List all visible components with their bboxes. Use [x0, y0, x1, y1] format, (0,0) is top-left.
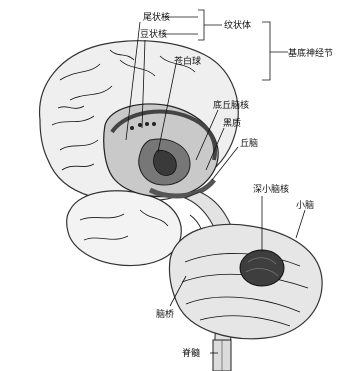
spinal-cord — [213, 340, 231, 371]
label-substantia-nigra: 黑质 — [223, 117, 241, 129]
label-spinal-cord: 脊髓 — [182, 347, 200, 359]
temporal-lobe — [67, 191, 182, 266]
cerebellum — [169, 224, 322, 338]
label-globus-pallidus: 苍白球 — [174, 55, 201, 67]
label-thalamus: 丘脑 — [240, 137, 258, 149]
label-cerebellum: 小脑 — [296, 199, 314, 211]
label-putamen: 豆状核 — [140, 28, 167, 40]
label-basal-ganglia: 基底神经节 — [288, 47, 333, 59]
label-deep-cerebellar-nuclei: 深小脑核 — [253, 183, 289, 195]
label-pons: 脑桥 — [156, 308, 174, 320]
label-caudate: 尾状核 — [143, 11, 170, 23]
label-subthalamic-nucleus: 底丘脑核 — [213, 99, 249, 111]
label-striatum: 纹状体 — [224, 19, 251, 31]
